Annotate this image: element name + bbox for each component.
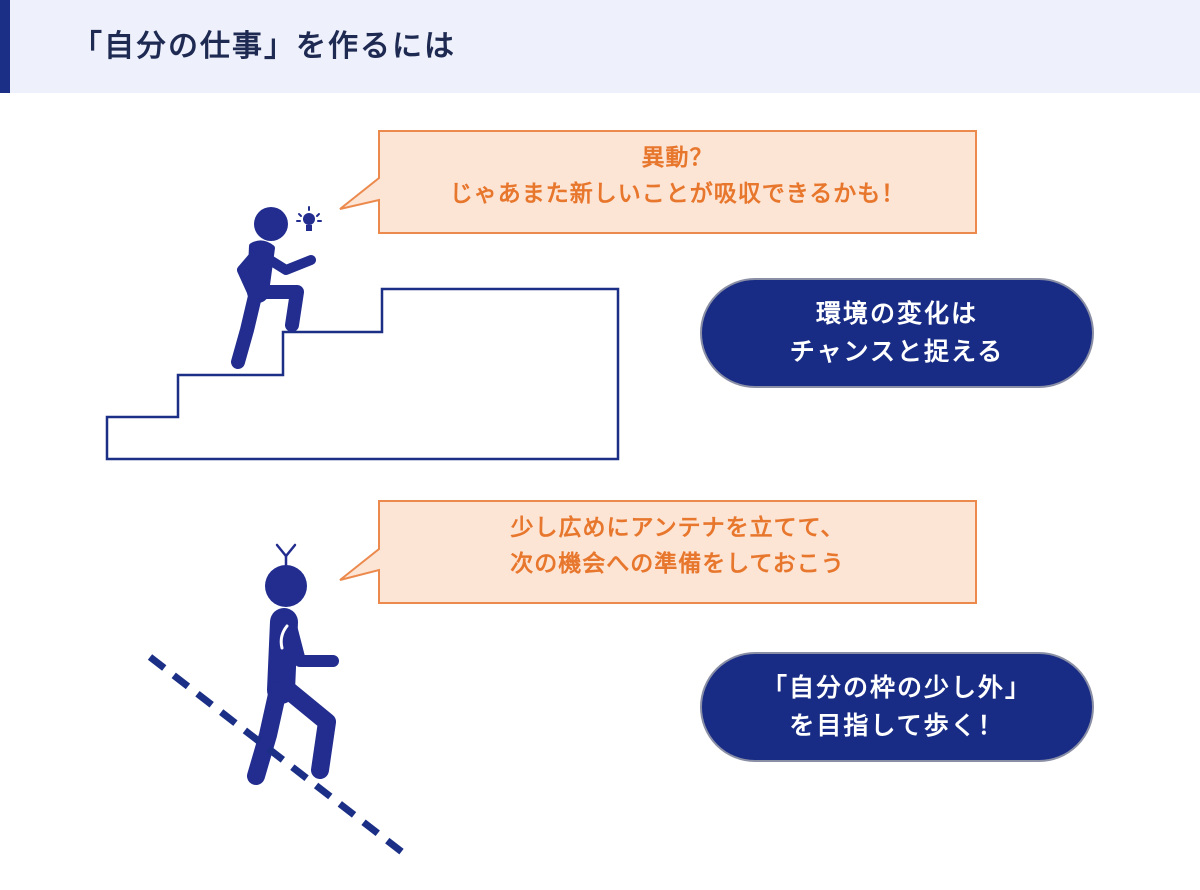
person-walking-icon [247,565,339,785]
pill-bottom-line-2: を目指して歩く！ [789,711,1005,740]
person-climbing-icon [231,207,316,369]
speech-bubble-top-text: 異動？ じゃあまた新しいことが吸収できるかも！ [379,140,976,212]
bubble-bottom-line-1: 少し広めにアンテナを立てて、 [510,515,845,541]
lightbulb-icon [296,206,322,231]
bubble-bottom-line-2: 次の機会への準備をしておこう [510,551,845,577]
antenna-icon [275,543,297,569]
staircase [105,287,620,461]
bubble-top-line-1: 異動？ [641,145,714,171]
speech-bubble-bottom-text: 少し広めにアンテナを立てて、 次の機会への準備をしておこう [379,510,976,582]
pill-bottom-line-1: 「自分の枠の少し外」 [761,673,1032,702]
speech-bubble-top [339,130,977,234]
bubble-top-line-2: じゃあまた新しいことが吸収できるかも！ [449,181,906,207]
speech-bubble-bottom [339,500,977,604]
message-pill-bottom: 「自分の枠の少し外」 を目指して歩く！ [700,652,1094,762]
pill-top-line-2: チャンスと捉える [789,337,1005,366]
header-accent-bar [0,0,10,93]
page-title: 「自分の仕事」を作るには [72,29,456,64]
pill-top-line-1: 環境の変化は [815,299,978,328]
message-pill-top: 環境の変化は チャンスと捉える [700,278,1094,388]
dashed-path [147,654,405,855]
header: 「自分の仕事」を作るには [0,0,1200,93]
